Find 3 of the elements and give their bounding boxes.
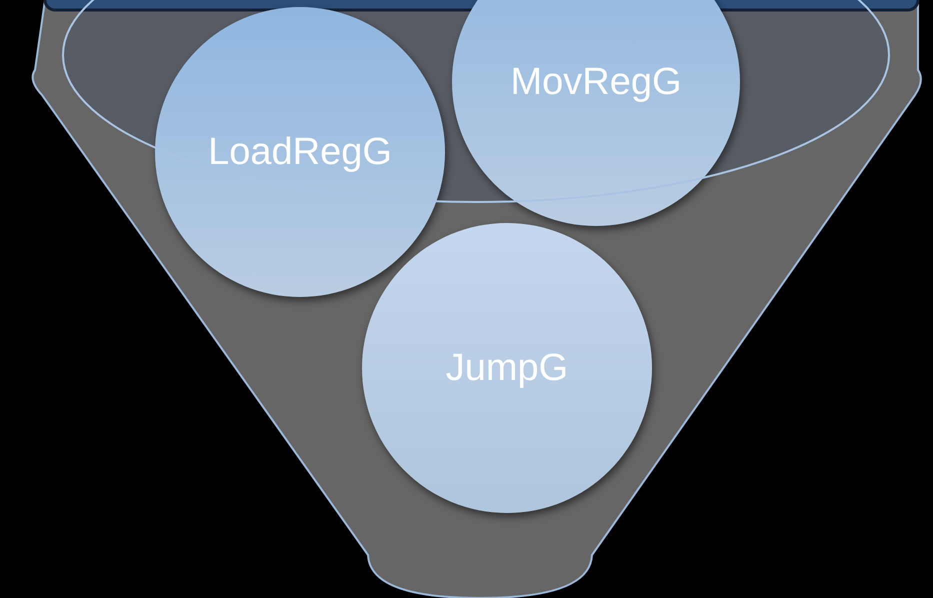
- node-label: MovRegG: [510, 60, 682, 104]
- node-label: LoadRegG: [208, 130, 392, 174]
- node-label: JumpG: [446, 346, 568, 390]
